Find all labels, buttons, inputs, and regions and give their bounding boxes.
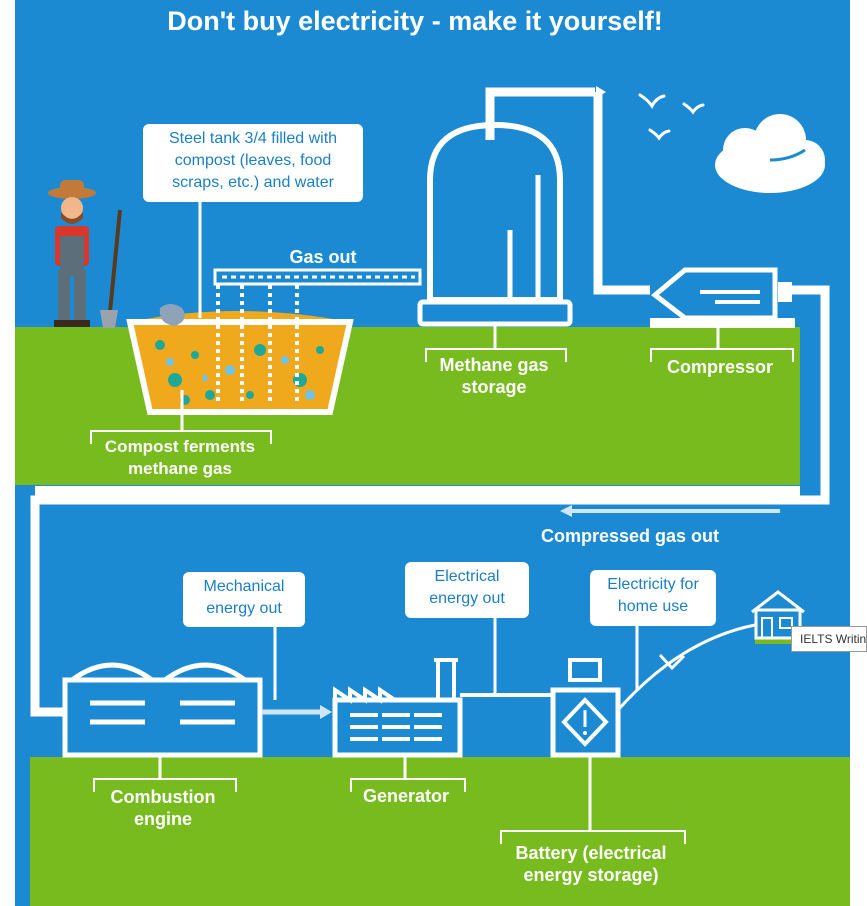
compost-bracket <box>90 430 272 444</box>
methane-storage-label: Methane gas storage <box>420 354 568 398</box>
home-line-2: home use <box>617 598 689 615</box>
compost-line-2: methane gas <box>128 459 232 478</box>
compressor-unit <box>650 267 795 328</box>
hover-tooltip: IELTS Writing <box>791 626 867 652</box>
cloud-icon <box>715 114 825 193</box>
steel-tank-line-1: Steel tank 3/4 filled with <box>168 130 338 147</box>
compost-tank <box>126 285 354 415</box>
combustion-bracket <box>93 778 237 792</box>
combustion-engine-label: Combustion engine <box>88 786 238 830</box>
generator-bracket <box>350 778 466 792</box>
steel-tank-line-3: scraps, etc.) and water <box>172 174 334 191</box>
mechanical-energy-callout: Mechanical energy out <box>183 572 305 627</box>
compressed-gas-out-label: Compressed gas out <box>540 526 720 546</box>
combustion-line-1: Combustion <box>110 787 216 807</box>
power-pole-icon <box>658 653 686 671</box>
gas-out-pipe <box>213 268 422 286</box>
power-line <box>616 623 756 711</box>
pipe-inner-highlight <box>35 486 800 496</box>
battery-label: Battery (electrical energy storage) <box>495 842 687 886</box>
birds-icon <box>638 93 705 141</box>
generator-label: Generator <box>362 786 450 806</box>
generator-unit <box>332 658 463 758</box>
home-line-1: Electricity for <box>607 576 699 593</box>
storage-line-2: storage <box>461 377 527 397</box>
home-use-callout: Electricity for home use <box>590 570 716 626</box>
pipe-arrow-top <box>596 86 606 98</box>
electrical-line-2: energy out <box>429 590 505 607</box>
compost-line-1: Compost ferments <box>104 437 256 456</box>
farmer-figure <box>48 180 122 328</box>
battery-unit <box>550 658 621 758</box>
battery-bracket <box>500 830 686 844</box>
battery-line-2: energy storage) <box>523 865 659 885</box>
cloud-detail <box>769 148 806 162</box>
lower-ground <box>30 757 850 906</box>
gas-out-label: Gas out <box>289 247 357 267</box>
steel-tank-line-2: compost (leaves, food <box>174 152 332 169</box>
electrical-line-1: Electrical <box>434 568 500 585</box>
mechanical-arrow-head <box>320 705 332 719</box>
storage-line-1: Methane gas <box>439 355 549 375</box>
mechanical-line-1: Mechanical <box>203 578 285 595</box>
compressed-gas-arrow-head <box>560 505 572 517</box>
electrical-energy-callout: Electrical energy out <box>405 562 529 618</box>
mechanical-line-2: energy out <box>206 600 282 617</box>
methane-storage-tank <box>417 121 573 327</box>
combustion-engine <box>62 662 263 758</box>
storage-bracket <box>425 348 567 362</box>
compressor-label: Compressor <box>666 357 774 377</box>
compost-ferments-label: Compost ferments methane gas <box>85 436 275 480</box>
steel-tank-callout: Steel tank 3/4 filled with compost (leav… <box>143 124 363 202</box>
compressed-gas-pipe <box>30 285 830 717</box>
battery-line-1: Battery (electrical <box>515 843 667 863</box>
combustion-line-2: engine <box>133 809 192 829</box>
compressor-bracket <box>650 348 794 362</box>
house-icon <box>751 590 805 640</box>
page-title: Don't buy electricity - make it yourself… <box>167 6 663 36</box>
